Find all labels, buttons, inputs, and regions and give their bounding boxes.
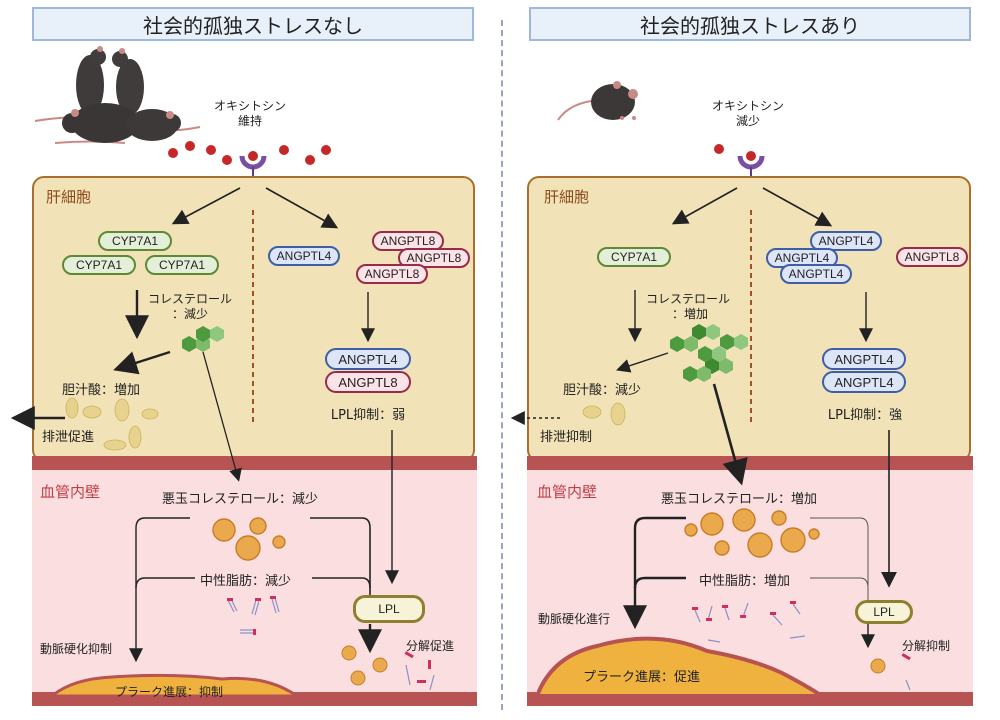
cholesterol-label: コレステロール xyxy=(645,292,730,306)
cyp7a1-enzyme: CYP7A1 xyxy=(62,255,136,275)
excretion-label: 排泄抑制 xyxy=(540,430,593,445)
mice-group-icon xyxy=(34,46,201,144)
angptl4-complex-part: ANGPTL4 xyxy=(325,348,411,370)
degradation-label: 分解抑制 xyxy=(902,639,951,653)
cyp7a1-enzyme: CYP7A1 xyxy=(98,231,172,251)
angptl4-protein: ANGPTL4 xyxy=(268,246,340,266)
oxytocin-molecule xyxy=(279,145,289,155)
triglyceride-label: 中性脂肪：減少 xyxy=(200,574,292,589)
oxytocin-molecule xyxy=(714,144,724,154)
degradation-label: 分解促進 xyxy=(406,639,455,653)
lpl-inhibition-strong: LPL抑制：強 xyxy=(827,408,903,423)
angptl8-protein: ANGPTL8 xyxy=(398,248,470,268)
panel-stress: 社会的孤独ストレスあり オキシトシン 減少 肝細胞 CYP7A1 ANGPTL4… xyxy=(500,0,973,720)
panel-no-stress: 社会的孤独ストレスなし オキシトシン 維持 肝細胞 CYP7A1 CYP7A1 xyxy=(0,0,477,720)
oxytocin-status: 維持 xyxy=(237,114,262,128)
cholesterol-status: ：増加 xyxy=(671,307,708,321)
oxytocin-molecule xyxy=(206,145,216,155)
panel-title: 社会的孤独ストレスなし xyxy=(32,7,474,41)
hepatocyte-label: 肝細胞 xyxy=(544,188,590,206)
oxytocin-molecule xyxy=(222,155,232,165)
oxytocin-label: オキシトシン xyxy=(213,99,286,113)
atherosclerosis-label: 動脈硬化抑制 xyxy=(40,642,113,656)
angptl4-protein: ANGPTL4 xyxy=(810,231,882,251)
atherosclerosis-label: 動脈硬化進行 xyxy=(538,612,611,626)
hepatocyte-label: 肝細胞 xyxy=(46,188,92,206)
lpl-inhibition-weak: LPL抑制：弱 xyxy=(330,408,406,423)
ldl-label: 悪玉コレステロール：減少 xyxy=(162,492,319,507)
cholesterol-status: ：減少 xyxy=(171,307,208,321)
cyp7a1-enzyme: CYP7A1 xyxy=(145,255,219,275)
cholesterol-label: コレステロール xyxy=(147,292,232,306)
cyp7a1-enzyme: CYP7A1 xyxy=(597,247,671,267)
plaque-label: プラーク進展：抑制 xyxy=(115,685,224,699)
angptl4-complex-part: ANGPTL4 xyxy=(822,348,906,370)
ldl-label: 悪玉コレステロール：増加 xyxy=(661,492,818,507)
angptl4-complex-part: ANGPTL4 xyxy=(822,371,906,393)
excretion-label: 排泄促進 xyxy=(42,430,95,445)
panel-divider xyxy=(501,20,503,710)
lpl-enzyme: LPL xyxy=(855,600,913,624)
oxytocin-molecule xyxy=(321,145,331,155)
oxytocin-molecule xyxy=(185,141,195,151)
single-mouse-icon xyxy=(557,81,638,121)
vessel-wall-top xyxy=(527,456,973,470)
bile-acid-label: 胆汁酸：減少 xyxy=(563,383,642,398)
angptl8-protein: ANGPTL8 xyxy=(356,264,428,284)
panel-title: 社会的孤独ストレスあり xyxy=(529,7,971,41)
lpl-enzyme: LPL xyxy=(353,595,425,623)
plaque-small xyxy=(52,673,300,696)
bile-acid-label: 胆汁酸：増加 xyxy=(62,383,141,398)
blood-vessel-wall: 血管内壁 xyxy=(527,456,973,706)
angptl8-complex-part: ANGPTL8 xyxy=(325,371,411,393)
oxytocin-status: 減少 xyxy=(735,114,760,128)
vessel-wall-top xyxy=(32,456,477,470)
vessel-label: 血管内壁 xyxy=(537,483,598,501)
oxytocin-label: オキシトシン xyxy=(711,99,784,113)
oxytocin-molecule xyxy=(168,148,178,158)
plaque-large xyxy=(537,636,826,696)
angptl4-protein: ANGPTL4 xyxy=(780,264,852,284)
angptl8-protein: ANGPTL8 xyxy=(896,247,968,267)
vessel-label: 血管内壁 xyxy=(40,483,101,501)
triglyceride-label: 中性脂肪：増加 xyxy=(699,574,791,589)
blood-vessel-wall: 血管内壁 xyxy=(32,456,477,706)
oxytocin-molecule xyxy=(305,155,315,165)
angptl8-protein: ANGPTL8 xyxy=(372,231,444,251)
plaque-label: プラーク進展：促進 xyxy=(583,670,701,685)
